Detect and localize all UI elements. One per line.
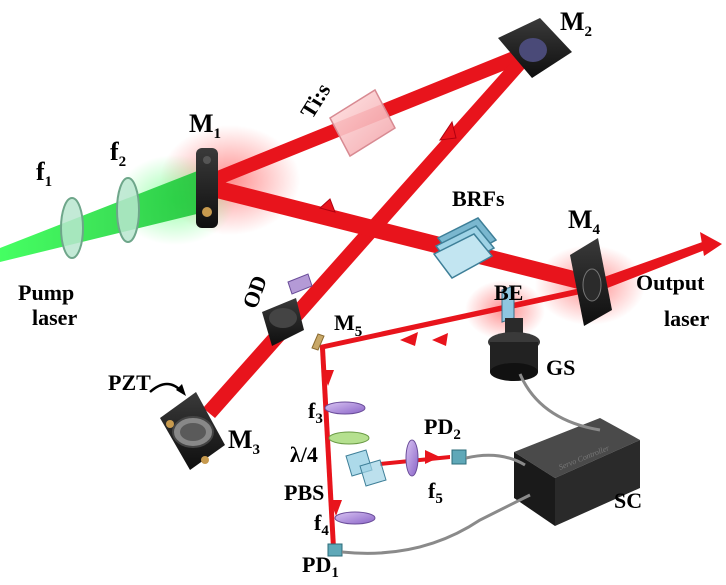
- crystal-tis: [329, 88, 396, 158]
- pzt-arrowhead: [176, 384, 186, 396]
- label-output-laser-1: Output: [636, 270, 705, 295]
- label-od: OD: [237, 272, 272, 312]
- label-pzt: PZT: [108, 370, 151, 395]
- lens-f2: [116, 177, 140, 243]
- cables: [341, 373, 601, 555]
- mirror-m2: [498, 18, 572, 78]
- label-tis: Ti:s: [295, 78, 336, 122]
- cavity-beams: [203, 48, 722, 548]
- label-m5: M5: [334, 310, 362, 340]
- mirror-m5: [311, 333, 325, 351]
- quarter-waveplate: [328, 431, 370, 445]
- beam-arrow-5: [322, 370, 334, 386]
- lens-f3: [324, 401, 366, 415]
- label-gs: GS: [546, 355, 575, 380]
- beam-arrow-7: [425, 450, 440, 464]
- label-f4: f4: [314, 510, 329, 539]
- pzt-arrow: [149, 382, 183, 393]
- photodiode-pd2: [451, 449, 467, 465]
- polarizing-beam-splitter: [345, 449, 387, 487]
- servo-controller: Servo Controller: [514, 418, 640, 526]
- label-f2: f2: [110, 137, 126, 170]
- beam-arrow-2: [438, 120, 457, 141]
- mirror-m4: [570, 238, 612, 326]
- label-m3: M3: [228, 425, 260, 458]
- label-m2: M2: [560, 7, 592, 40]
- lens-f1: [60, 197, 84, 259]
- label-brfs: BRFs: [452, 186, 505, 211]
- beam-arrow-1: [318, 198, 336, 213]
- mirror-m1: [196, 148, 218, 228]
- labels: f1 f2 M1 M2 M3 M4 M5 Ti:s BRFs OD BE GS …: [18, 7, 709, 581]
- optical-diode-od: [262, 273, 313, 346]
- label-f3: f3: [308, 398, 323, 427]
- label-pd1: PD1: [302, 552, 339, 581]
- label-pump-laser-1: Pump: [18, 280, 74, 305]
- label-pbs: PBS: [284, 480, 324, 505]
- lens-f5: [405, 439, 419, 477]
- lens-f4: [334, 511, 376, 525]
- mirror-m3: [160, 392, 225, 470]
- label-output-laser-2: laser: [664, 306, 709, 331]
- label-pump-laser-2: laser: [32, 305, 77, 330]
- beam-arrow-4: [432, 333, 448, 346]
- label-m1: M1: [189, 109, 221, 142]
- label-f5: f5: [428, 478, 443, 507]
- birefringent-filters: [432, 217, 498, 279]
- galvo-stage-gs: [488, 318, 540, 381]
- beam-arrow-6: [330, 500, 342, 516]
- label-f1: f1: [36, 157, 52, 190]
- label-pd2: PD2: [424, 414, 461, 443]
- label-sc: SC: [614, 488, 642, 513]
- label-qwp: λ/4: [290, 442, 318, 467]
- label-be: BE: [494, 280, 523, 305]
- beam-arrow-3: [400, 332, 418, 346]
- pump-beam: [0, 168, 205, 262]
- photodiode-pd1: [327, 543, 343, 557]
- label-m4: M4: [568, 205, 601, 238]
